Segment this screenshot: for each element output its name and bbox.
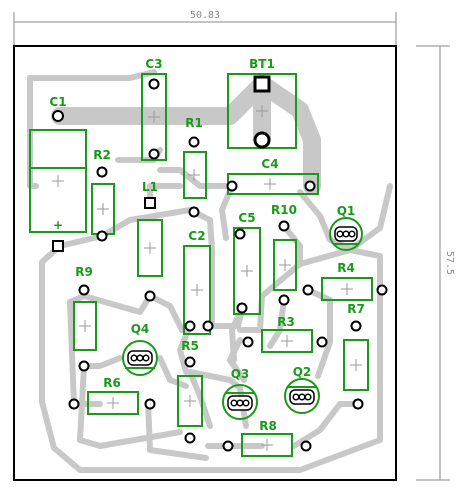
width-dimension: [13, 12, 397, 46]
battery-bt1: BT1: [227, 57, 297, 149]
transistor-q2: Q2: [284, 365, 320, 414]
l1-label: L1: [142, 180, 158, 194]
resistor-r5: R5: [177, 339, 203, 444]
q2-label: Q2: [293, 365, 312, 379]
resistor-r9: R9: [73, 265, 97, 372]
capacitor-c1: C1 +: [29, 95, 87, 252]
c3-label: C3: [145, 57, 162, 71]
resistor-r6: R6: [68, 376, 156, 415]
r2-label: R2: [93, 148, 111, 162]
transistor-q3: Q3: [222, 367, 258, 420]
r4-label: R4: [337, 261, 355, 275]
resistor-r4: R4: [302, 261, 388, 301]
c1-polarity: +: [53, 218, 63, 232]
resistor-r3: R3: [242, 315, 328, 353]
capacitor-c3: C3: [141, 57, 167, 161]
resistor-r7: R7: [343, 302, 369, 410]
resistor-r2: R2: [91, 148, 115, 242]
r6-label: R6: [103, 376, 121, 390]
c4-label: C4: [261, 157, 278, 171]
inductor-l1: L1: [137, 180, 163, 302]
r7-label: R7: [347, 302, 365, 316]
resistor-r1: R1: [183, 116, 207, 218]
q1-label: Q1: [337, 204, 356, 218]
r10-label: R10: [271, 203, 297, 217]
r3-label: R3: [277, 315, 295, 329]
c2-label: C2: [188, 229, 205, 243]
board-outline: [13, 45, 397, 481]
capacitor-c2: C2: [183, 229, 214, 335]
resistor-r10: R10: [271, 203, 297, 306]
r5-label: R5: [181, 339, 199, 353]
c5-label: C5: [238, 211, 255, 225]
height-dimension: [416, 45, 450, 481]
transistor-q4: Q4: [122, 322, 158, 376]
capacitor-c5: C5: [233, 211, 261, 315]
capacitor-c4: C4: [226, 157, 319, 195]
q3-label: Q3: [231, 367, 250, 381]
transistor-q1: Q1: [329, 204, 363, 251]
r9-label: R9: [75, 265, 93, 279]
component-center-marks: [52, 105, 362, 451]
r8-label: R8: [259, 419, 277, 433]
resistor-r8: R8: [222, 419, 312, 457]
height-dimension-label: 57.5: [444, 251, 455, 275]
r1-label: R1: [185, 116, 203, 130]
bt1-label: BT1: [249, 57, 275, 71]
width-dimension-label: 50.83: [190, 10, 220, 21]
c1-label: C1: [49, 95, 66, 109]
q4-label: Q4: [131, 322, 150, 336]
